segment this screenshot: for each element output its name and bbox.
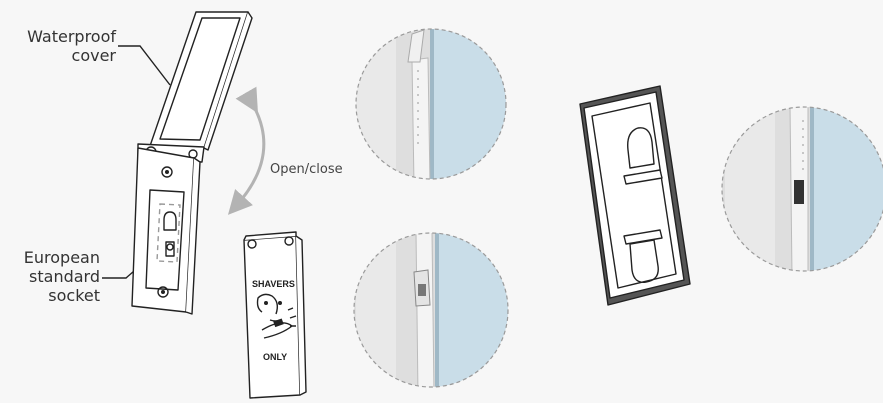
leader-line-waterproof: [118, 46, 170, 85]
plate-text-only: ONLY: [263, 352, 287, 362]
zoom-circle-flush-socket: [720, 105, 883, 275]
shavers-only-unit: [244, 232, 306, 398]
socket-open-cover: [132, 12, 252, 314]
open-close-arrow: [236, 103, 264, 206]
flush-mount-socket: [580, 86, 690, 305]
plate-text-shavers: SHAVERS: [252, 279, 295, 289]
zoom-circle-cover-open: [350, 25, 512, 185]
zoom-circle-cover-closed: [350, 230, 517, 395]
